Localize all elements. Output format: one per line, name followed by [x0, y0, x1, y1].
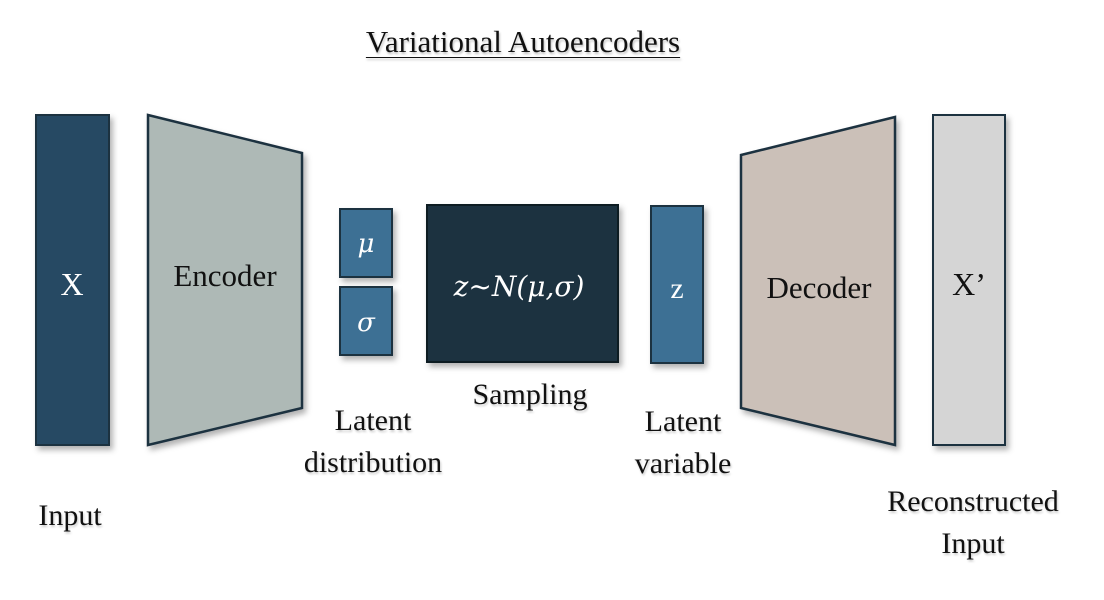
sigma-block	[339, 286, 393, 356]
latent-variable-caption-line2: variable	[634, 447, 732, 480]
latent-distribution-caption-line1: Latent	[334, 404, 412, 437]
sampling-caption-text: Sampling	[472, 378, 588, 411]
sampling-formula: z~N(μ,σ)	[453, 270, 585, 303]
output-block	[932, 114, 1006, 446]
reconstructed-input-caption-line1: Reconstructed	[887, 485, 1059, 518]
mu-block	[339, 208, 393, 278]
input-block-label: X	[60, 266, 83, 302]
mu-label: μ	[358, 229, 375, 259]
latent-variable-block	[650, 205, 704, 364]
encoder-block	[146, 113, 304, 447]
decoder-label: Decoder	[767, 270, 873, 305]
decoder-block	[739, 115, 897, 447]
reconstructed-input-caption: Reconstructed Input	[866, 481, 1080, 565]
latent-variable-label: z	[670, 272, 683, 305]
input-caption: Input	[18, 495, 122, 537]
sigma-label: σ	[357, 308, 376, 338]
output-block-label: X’	[952, 266, 986, 302]
reconstructed-input-caption-line2: Input	[941, 527, 1005, 560]
sampling-block	[426, 204, 619, 363]
latent-distribution-caption-line2: distribution	[303, 446, 443, 479]
latent-distribution-caption: Latent distribution	[285, 400, 461, 484]
input-caption-text: Input	[38, 499, 102, 532]
input-block	[35, 114, 110, 446]
diagram-title: Variational Autoencoders	[365, 24, 681, 59]
encoder-label: Encoder	[173, 258, 277, 293]
sampling-caption: Sampling	[450, 374, 610, 416]
latent-variable-caption-line1: Latent	[644, 405, 722, 438]
latent-variable-caption: Latent variable	[613, 401, 753, 485]
